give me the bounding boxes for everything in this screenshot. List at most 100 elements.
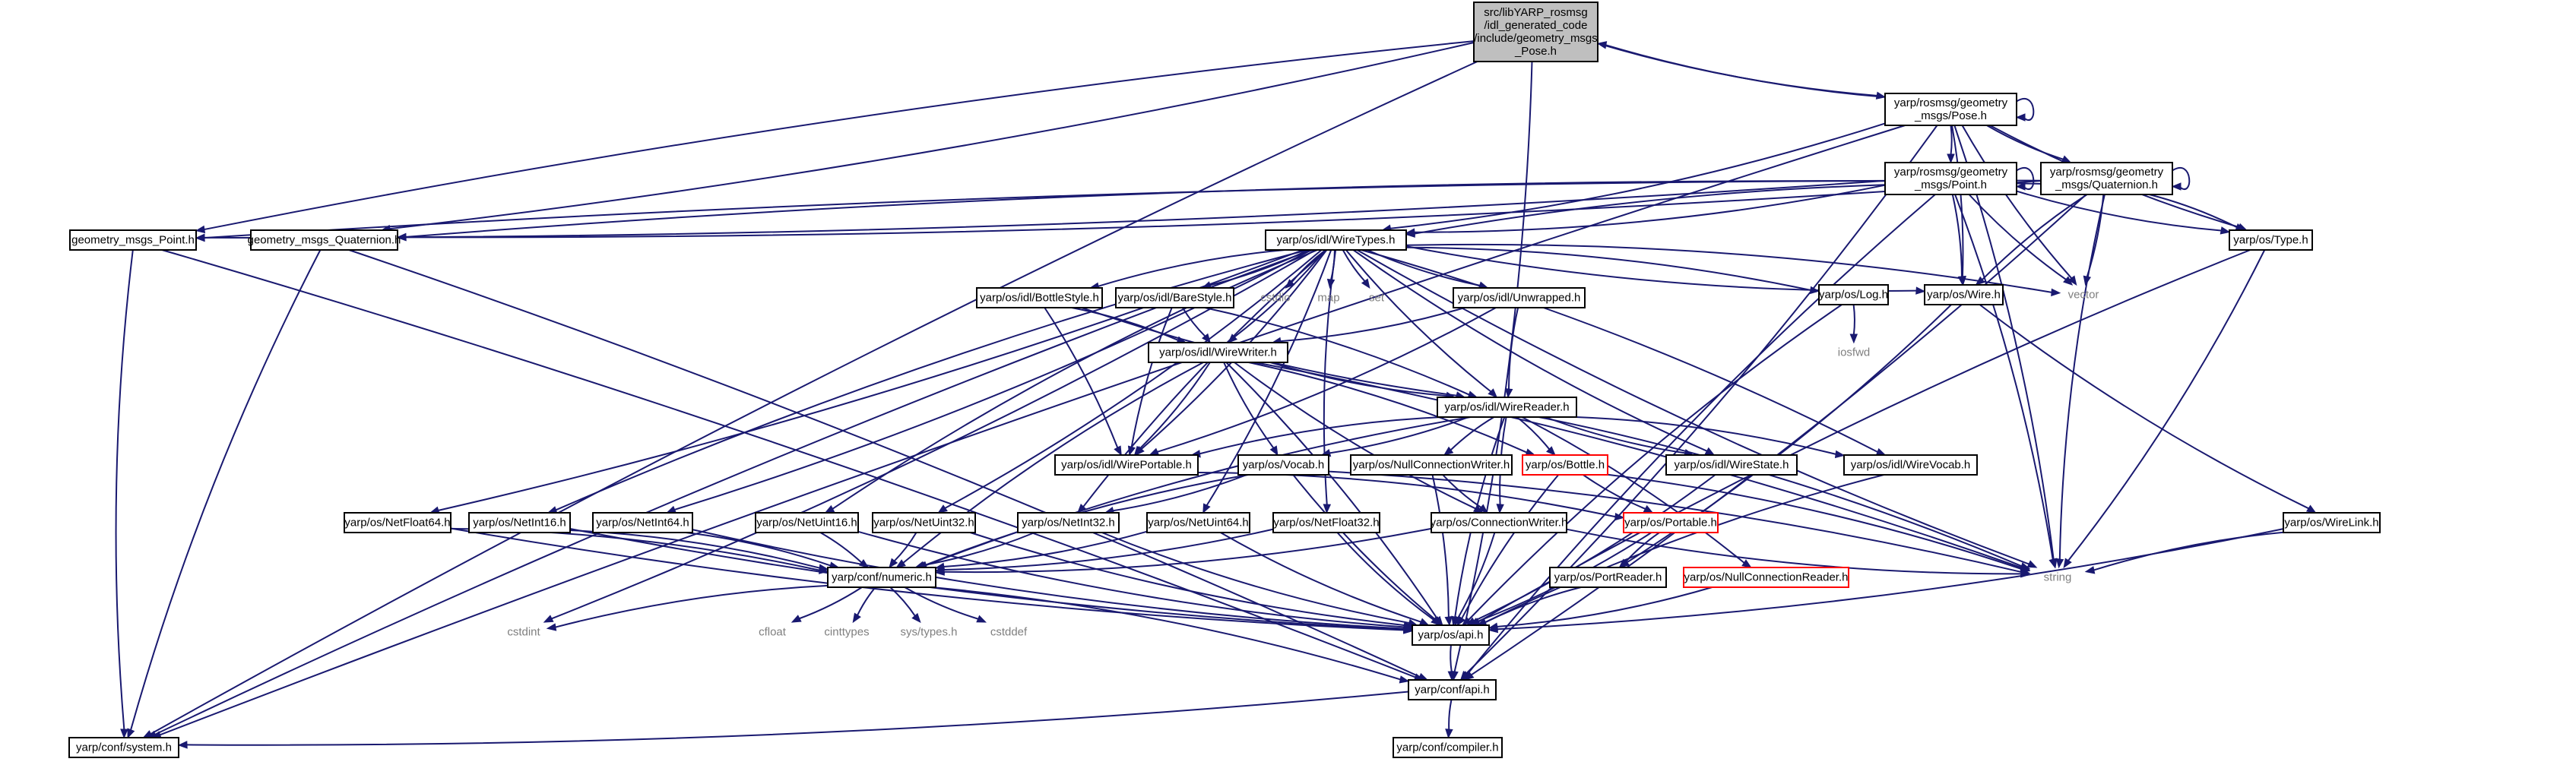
node-nullconnwriter[interactable]: yarp/os/NullConnectionWriter.h xyxy=(1350,454,1513,476)
node-wirestate[interactable]: yarp/os/idl/WireState.h xyxy=(1665,454,1798,476)
node-rosmsg-pose[interactable]: yarp/rosmsg/geometry_msgs/Pose.h xyxy=(1884,93,2017,126)
edge-line xyxy=(1233,249,1326,338)
edge-rosmsg-pose-to-conf-system xyxy=(151,125,1906,739)
node-label: yarp/os/NetUint32.h xyxy=(873,517,974,529)
node-os-api[interactable]: yarp/os/api.h xyxy=(1412,624,1490,646)
edge-line xyxy=(450,527,1405,631)
node-box xyxy=(1148,342,1288,363)
node-netuint64[interactable]: yarp/os/NetUint64.h xyxy=(1146,512,1250,533)
edge-line xyxy=(1209,249,1309,286)
dependency-edges xyxy=(115,40,2317,749)
edge-arrowhead xyxy=(543,615,554,623)
node-wirevocab[interactable]: yarp/os/idl/WireVocab.h xyxy=(1843,454,1978,476)
edge-rosmsg-pose-to-vector xyxy=(1961,125,2077,286)
node-bottle[interactable]: yarp/os/Bottle.h xyxy=(1522,454,1608,476)
node-label: yarp/os/NetFloat64.h xyxy=(344,517,450,529)
edge-line xyxy=(1508,307,1519,390)
node-netuint16[interactable]: yarp/os/NetUint16.h xyxy=(755,512,859,533)
node-label: yarp/os/idl/WireState.h xyxy=(1675,459,1789,472)
edge-rosmsg-point-to-gm-quat xyxy=(396,180,1886,242)
node-portable[interactable]: yarp/os/Portable.h xyxy=(1623,512,1719,533)
node-netint16[interactable]: yarp/os/NetInt16.h xyxy=(468,512,571,533)
node-label: _msgs/Pose.h xyxy=(1914,109,1987,122)
edge-line xyxy=(1954,194,2054,561)
node-numeric[interactable]: yarp/conf/numeric.h xyxy=(827,567,936,588)
node-label: src/libYARP_rosmsg xyxy=(1484,6,1587,19)
node-nullconnreader[interactable]: yarp/os/NullConnectionReader.h xyxy=(1683,567,1849,588)
edge-line xyxy=(893,532,917,562)
edge-line xyxy=(1607,473,2023,571)
edge-arrowhead xyxy=(127,728,135,739)
node-box xyxy=(69,229,197,251)
node-conf-system[interactable]: yarp/conf/system.h xyxy=(68,737,179,758)
node-netint32[interactable]: yarp/os/NetInt32.h xyxy=(1017,512,1120,533)
node-connwriter[interactable]: yarp/os/ConnectionWriter.h xyxy=(1431,512,1568,533)
node-cfloat: cfloat xyxy=(759,626,787,639)
node-string: string xyxy=(2044,571,2072,584)
node-netfloat64[interactable]: yarp/os/NetFloat64.h xyxy=(344,512,452,533)
node-wirewriter[interactable]: yarp/os/idl/WireWriter.h xyxy=(1148,342,1288,363)
node-map: map xyxy=(1317,292,1339,305)
node-rosmsg-quat[interactable]: yarp/rosmsg/geometry_msgs/Quaternion.h xyxy=(2040,162,2173,195)
node-portreader[interactable]: yarp/os/PortReader.h xyxy=(1549,567,1667,588)
node-label: cinttypes xyxy=(824,626,869,639)
node-label: vector xyxy=(2068,289,2099,302)
node-vocab[interactable]: yarp/os/Vocab.h xyxy=(1237,454,1329,476)
edge-wiretypes-to-netuint32 xyxy=(937,249,1323,514)
edge-arrowhead xyxy=(1361,278,1370,289)
edge-numeric-to-conf-api xyxy=(931,586,1410,684)
node-gm-point[interactable]: geometry_msgs_Point.h xyxy=(69,229,197,251)
edge-arrowhead xyxy=(1875,447,1887,456)
edge-line xyxy=(1951,125,1964,278)
node-barestyle[interactable]: yarp/os/idl/BareStyle.h xyxy=(1115,287,1234,308)
node-label: string xyxy=(2044,571,2072,584)
node-wiretypes[interactable]: yarp/os/idl/WireTypes.h xyxy=(1265,229,1407,251)
edge-line xyxy=(1460,474,1560,620)
node-os-type[interactable]: yarp/os/Type.h xyxy=(2229,229,2313,251)
edge-wiretypes-to-set xyxy=(1342,249,1370,289)
node-label: yarp/os/NullConnectionReader.h xyxy=(1684,571,1849,584)
node-gm-quat[interactable]: geometry_msgs_Quaternion.h xyxy=(248,229,401,251)
node-wireportable[interactable]: yarp/os/idl/WirePortable.h xyxy=(1054,454,1199,476)
edge-numeric-to-cstdint xyxy=(546,584,829,631)
edge-arrowhead xyxy=(824,504,835,514)
edge-arrowhead xyxy=(1269,445,1278,457)
edge-arrowhead xyxy=(1405,229,1415,238)
node-label: /include/geometry_msgs xyxy=(1474,32,1598,45)
edge-rosmsg-pose-to-rosmsg-pose xyxy=(2015,98,2035,122)
node-pose-src[interactable]: src/libYARP_rosmsg/idl_generated_code/in… xyxy=(1473,2,1599,62)
node-box xyxy=(755,512,859,533)
node-netfloat32[interactable]: yarp/os/NetFloat32.h xyxy=(1272,512,1380,533)
node-wirereader[interactable]: yarp/os/idl/WireReader.h xyxy=(1437,397,1577,418)
node-netuint32[interactable]: yarp/os/NetUint32.h xyxy=(872,512,976,533)
edge-line xyxy=(943,527,1432,574)
edge-conf-api-to-conf-system xyxy=(177,691,1409,749)
node-box xyxy=(1843,454,1978,476)
node-rosmsg-point[interactable]: yarp/rosmsg/geometry_msgs/Point.h xyxy=(1884,162,2017,195)
edge-line xyxy=(1457,532,1496,619)
node-box xyxy=(1265,229,1407,251)
node-bottlestyle[interactable]: yarp/os/idl/BottleStyle.h xyxy=(976,287,1103,308)
edge-arrowhead xyxy=(666,505,677,514)
node-conf-compiler[interactable]: yarp/conf/compiler.h xyxy=(1393,737,1503,758)
node-os-log[interactable]: yarp/os/Log.h xyxy=(1818,284,1889,305)
edge-wirewriter-to-vocab xyxy=(1223,362,1278,457)
node-netint64[interactable]: yarp/os/NetInt64.h xyxy=(592,512,693,533)
node-label: yarp/os/Vocab.h xyxy=(1243,459,1325,472)
edge-line xyxy=(1484,474,1884,624)
node-wirelink[interactable]: yarp/os/WireLink.h xyxy=(2283,512,2381,533)
edge-arrowhead xyxy=(1618,558,1629,568)
node-os-wire[interactable]: yarp/os/Wire.h xyxy=(1924,284,2004,305)
edge-arrowhead xyxy=(1418,618,1430,626)
edge-line xyxy=(1516,416,1551,450)
edge-arrowhead xyxy=(1323,504,1332,514)
node-label: geometry_msgs_Quaternion.h xyxy=(248,234,401,247)
node-unwrapped[interactable]: yarp/os/idl/Unwrapped.h xyxy=(1453,287,1586,308)
node-conf-api[interactable]: yarp/conf/api.h xyxy=(1408,679,1497,700)
edge-line xyxy=(1450,644,1453,673)
edge-line xyxy=(1254,362,2023,569)
edge-line xyxy=(1979,304,2310,510)
edge-line xyxy=(1352,249,1708,453)
edge-unwrapped-to-wirereader xyxy=(1505,307,1519,399)
edge-line xyxy=(1345,249,1492,393)
